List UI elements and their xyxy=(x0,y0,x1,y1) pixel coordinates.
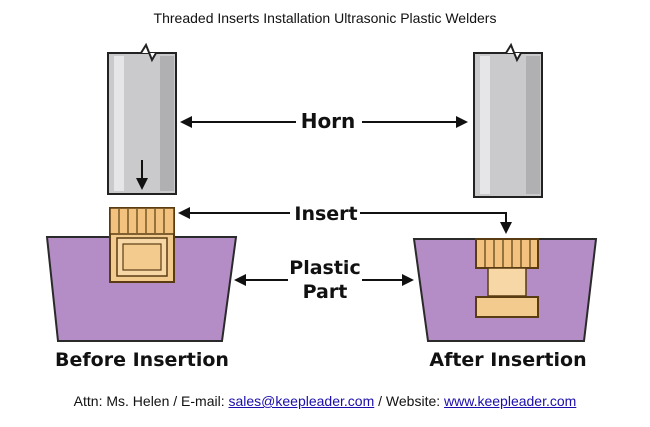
plastic-label-line2: Part xyxy=(303,281,348,303)
horn-arrow-right xyxy=(362,116,468,128)
footer-attn-text: Attn: Ms. Helen / E-mail: xyxy=(73,393,229,409)
plastic-arrow-left xyxy=(234,274,288,286)
page-title: Threaded Inserts Installation Ultrasonic… xyxy=(153,10,497,26)
horn-arrow-left xyxy=(180,116,296,128)
insert-arrow-left xyxy=(178,207,290,219)
insert-after xyxy=(475,238,539,318)
before-insertion-caption: Before Insertion xyxy=(55,349,229,371)
insertion-diagram: Horn Insert Plastic Part Before Insertio… xyxy=(45,42,598,371)
horn-before xyxy=(107,42,177,195)
footer-website-text: / Website: xyxy=(374,393,445,409)
plastic-arrow-right xyxy=(362,274,414,286)
website-link[interactable]: www.keepleader.com xyxy=(444,393,577,409)
after-insertion-caption: After Insertion xyxy=(429,349,586,371)
plastic-label-line1: Plastic xyxy=(289,257,360,279)
contact-footer: Attn: Ms. Helen / E-mail: sales@keeplead… xyxy=(0,393,650,409)
horn-label: Horn xyxy=(301,109,356,133)
horn-after xyxy=(473,42,543,198)
insert-arrow-right xyxy=(360,212,512,234)
email-link[interactable]: sales@keepleader.com xyxy=(228,393,375,409)
insert-label: Insert xyxy=(294,203,357,225)
insert-before xyxy=(109,207,175,283)
